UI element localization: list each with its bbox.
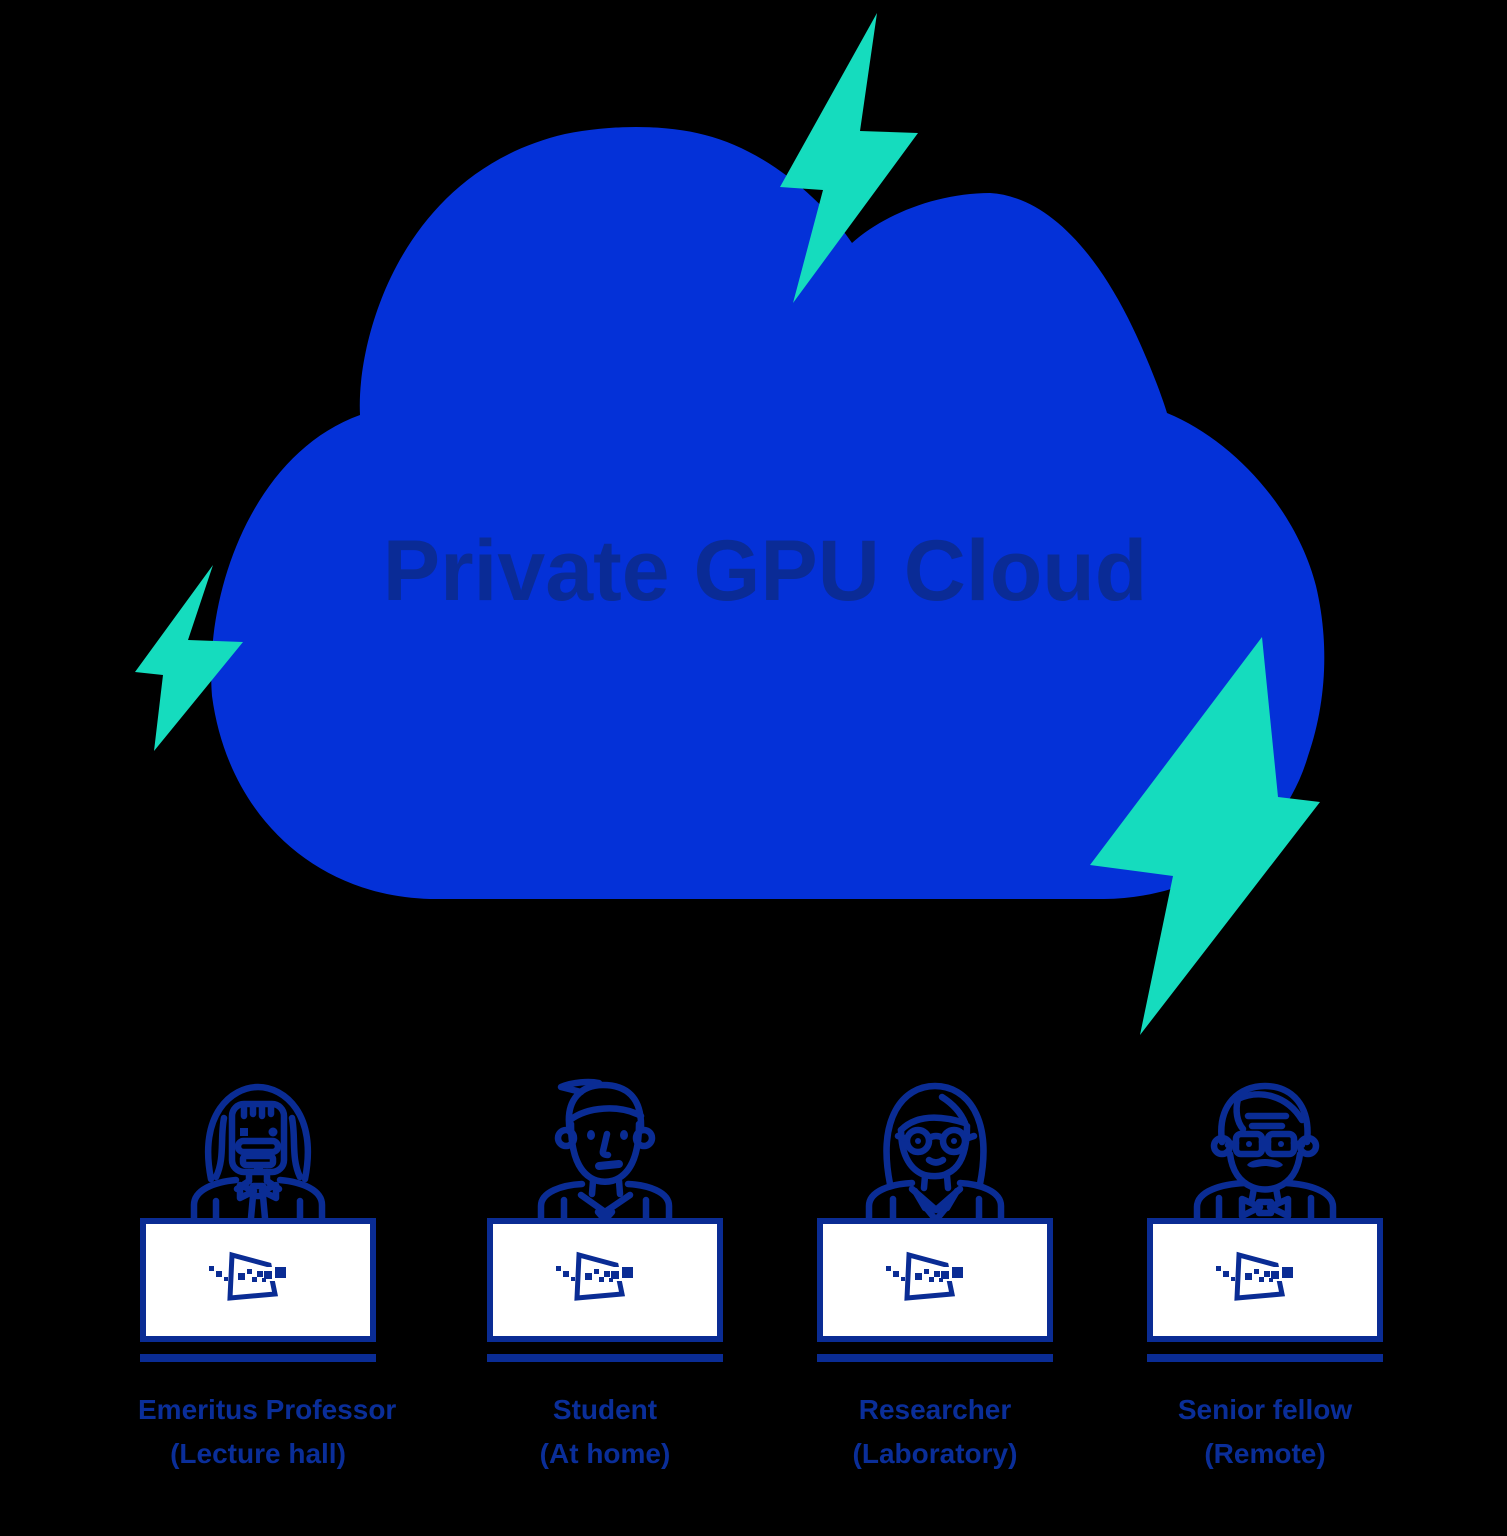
laptop-base xyxy=(817,1354,1053,1362)
user-location: (Lecture hall) xyxy=(170,1438,346,1469)
lightning-bolt-icon xyxy=(780,13,918,303)
laptop-screen xyxy=(817,1218,1053,1342)
lightning-bolt-icon xyxy=(1090,637,1320,1035)
pixel-flag-logo-icon xyxy=(209,1251,289,1301)
laptop-base xyxy=(487,1354,723,1362)
laptop-screen xyxy=(487,1218,723,1342)
user-card: Emeritus Professor (Lecture hall) xyxy=(138,1078,397,1476)
pixel-flag-logo-icon xyxy=(1216,1251,1296,1301)
user-label: Emeritus Professor (Lecture hall) xyxy=(138,1388,397,1476)
user-name: Researcher xyxy=(858,1394,1012,1425)
user-card: Senior fellow (Remote) xyxy=(1145,1078,1385,1476)
user-name: Senior fellow xyxy=(1177,1394,1353,1425)
user-label: Senior fellow (Remote) xyxy=(1145,1388,1385,1476)
pixel-flag-logo-icon xyxy=(556,1251,636,1301)
student-icon xyxy=(537,1078,673,1218)
professor-icon xyxy=(190,1083,326,1218)
user-name: Emeritus Professor xyxy=(138,1394,397,1425)
gpu-cloud-shape xyxy=(211,126,1325,900)
user-location: (At home) xyxy=(539,1438,671,1469)
user-location: (Remote) xyxy=(1204,1438,1326,1469)
user-card: Student (At home) xyxy=(485,1078,725,1476)
laptop-base xyxy=(1147,1354,1383,1362)
user-label: Researcher (Laboratory) xyxy=(815,1388,1055,1476)
lightning-bolt-icon xyxy=(135,565,243,751)
laptop-screen xyxy=(140,1218,376,1342)
cloud-title: Private GPU Cloud xyxy=(382,523,1148,619)
laptop-base xyxy=(140,1354,376,1362)
pixel-flag-logo-icon xyxy=(886,1251,966,1301)
user-name: Student xyxy=(552,1394,658,1425)
user-card: Researcher (Laboratory) xyxy=(815,1078,1055,1476)
senior-fellow-icon xyxy=(1193,1082,1337,1218)
researcher-icon xyxy=(865,1082,1005,1218)
user-label: Student (At home) xyxy=(485,1388,725,1476)
user-location: (Laboratory) xyxy=(852,1438,1018,1469)
laptop-screen xyxy=(1147,1218,1383,1342)
